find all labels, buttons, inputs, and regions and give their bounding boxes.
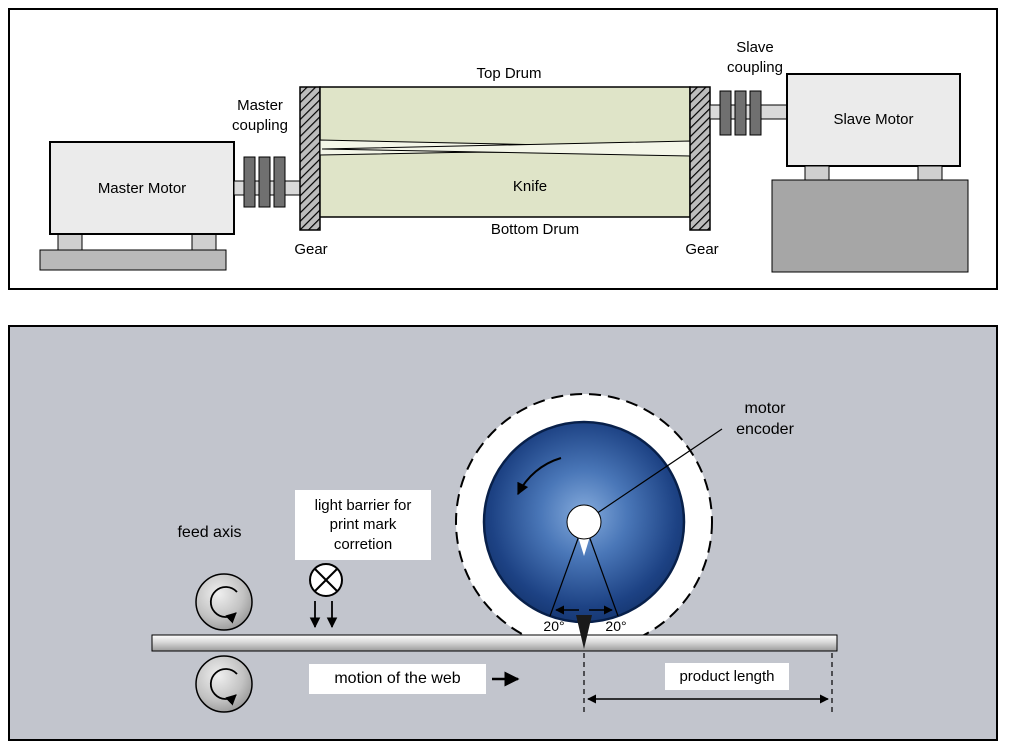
angle-left-label: 20° bbox=[543, 618, 565, 634]
right-gear bbox=[689, 86, 711, 231]
product-length-dashed-lines bbox=[583, 653, 833, 715]
light-barrier-arrows bbox=[309, 601, 338, 629]
web-cutting-panel: motor encoder feed axis light barrier fo… bbox=[8, 325, 998, 741]
light-barrier-icon bbox=[309, 563, 343, 597]
encoder-pointer-line bbox=[583, 428, 723, 523]
rotation-arrow bbox=[517, 457, 562, 496]
bottom-drum-label: Bottom Drum bbox=[490, 221, 580, 238]
slave-motor-label: Slave Motor bbox=[833, 111, 914, 128]
rotary-knife-mechanism-panel: Master Motor Master coupling Gear Top Dr… bbox=[8, 8, 998, 290]
motion-of-web-label: motion of the web bbox=[309, 664, 486, 694]
master-coupling-discs bbox=[233, 156, 303, 208]
gear-left-label: Gear bbox=[294, 241, 328, 258]
top-drum-label: Top Drum bbox=[476, 65, 542, 82]
mechanism-drawing bbox=[39, 73, 969, 273]
knife-blades bbox=[319, 139, 691, 157]
product-length-label: product length bbox=[665, 663, 789, 690]
master-motor-body bbox=[49, 141, 235, 235]
motor-encoder-label: motor encoder bbox=[736, 400, 794, 438]
slave-motor-base bbox=[771, 165, 969, 273]
master-coupling-label: Master coupling bbox=[232, 97, 288, 134]
feed-roller-bottom bbox=[195, 655, 253, 713]
light-barrier-label: light barrier for print mark corretion bbox=[295, 490, 431, 560]
master-motor-base bbox=[39, 233, 227, 271]
slave-coupling-label: Slave coupling bbox=[727, 39, 783, 76]
angle-right-label: 20° bbox=[605, 618, 627, 634]
knife-tip bbox=[576, 615, 592, 649]
feed-roller-top bbox=[195, 573, 253, 631]
encoder-hub bbox=[566, 504, 602, 556]
gear-right-label: Gear bbox=[685, 241, 719, 258]
top-drum-cylinder bbox=[319, 86, 691, 151]
master-motor-label: Master Motor bbox=[97, 180, 187, 197]
web-strip bbox=[151, 634, 838, 652]
slave-motor-body bbox=[786, 73, 961, 167]
knife-label: Knife bbox=[512, 178, 548, 195]
slave-coupling-discs bbox=[709, 90, 788, 136]
feed-axis-label: feed axis bbox=[177, 524, 242, 541]
web-cutting-drawing bbox=[151, 393, 838, 715]
